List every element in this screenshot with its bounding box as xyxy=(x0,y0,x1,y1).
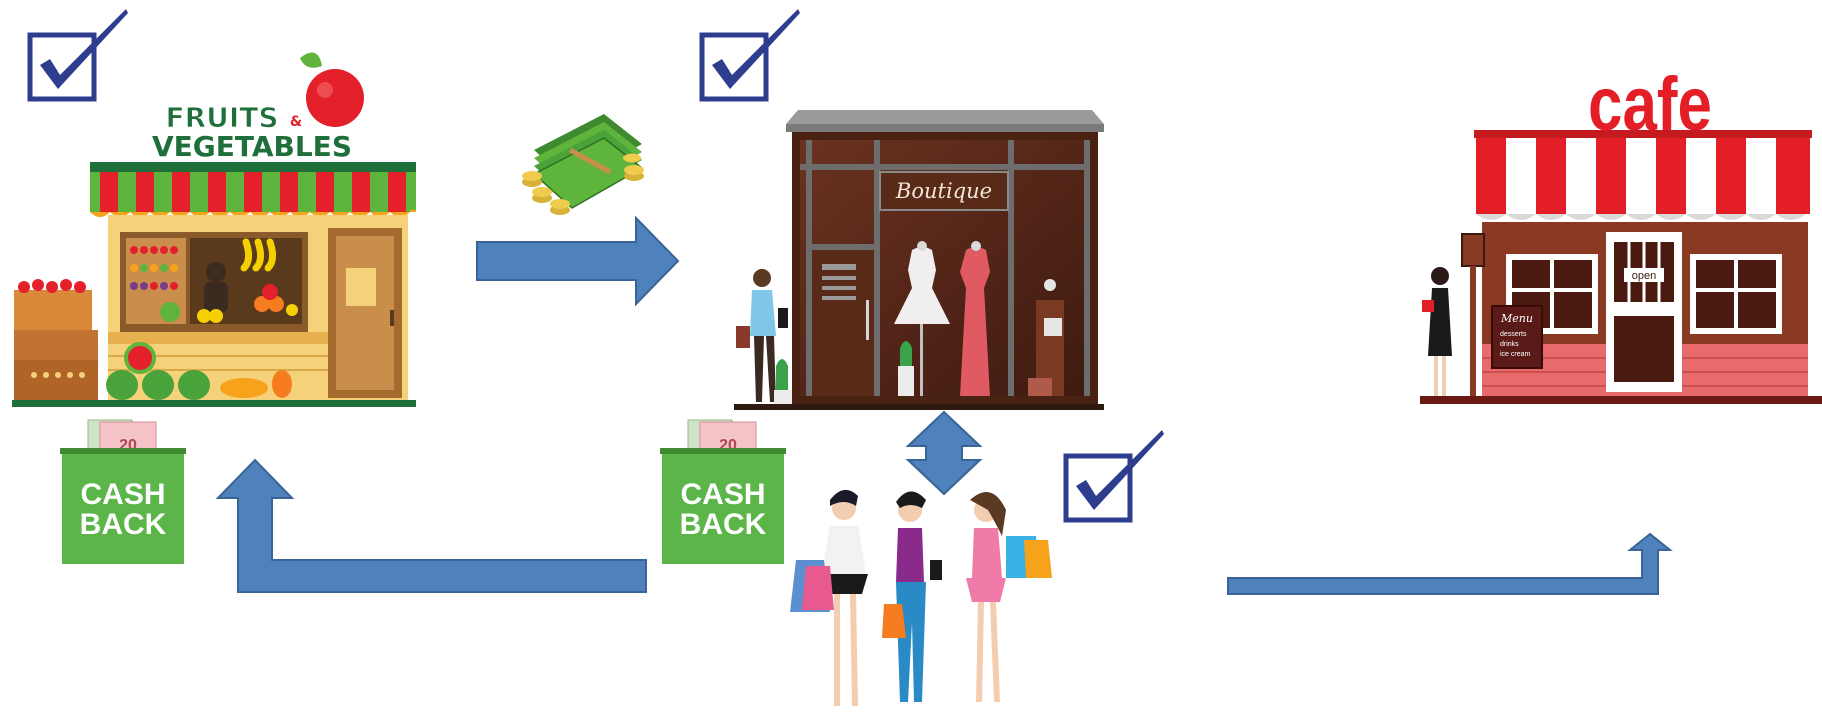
boutique-store: Boutique xyxy=(734,110,1104,410)
money-stack-icon xyxy=(522,114,644,215)
fruits-vegetables-stall: FRUITS & VEGETABLES xyxy=(12,52,416,407)
fruits-title-amp: & xyxy=(290,114,302,130)
mannequin-red-dress xyxy=(960,241,990,396)
waitress-figure xyxy=(1422,267,1452,396)
cashback-line1: CASH xyxy=(680,478,765,511)
cafe-open-sign: open xyxy=(1632,270,1656,282)
checkbox-checked-icon xyxy=(27,9,128,102)
fruits-title-line1: FRUITS xyxy=(165,101,278,134)
woman-with-handbag xyxy=(736,269,792,404)
checkbox-checked-icon xyxy=(1063,430,1164,523)
cafe-menu-item: desserts xyxy=(1500,331,1527,338)
cashback-badge: 20 CASH BACK xyxy=(60,419,186,564)
cafe-menu-item: ice cream xyxy=(1500,351,1531,358)
shopping-girls-illustration xyxy=(790,489,1052,706)
cafe-awning xyxy=(1476,138,1810,220)
cashback-line2: BACK xyxy=(80,508,167,541)
arrow-to-cafe xyxy=(1227,532,1673,595)
apple-icon xyxy=(300,52,364,127)
arrow-right xyxy=(476,215,680,307)
cafe-menu-item: drinks xyxy=(1500,341,1519,348)
fruit-shelf xyxy=(130,238,298,323)
fruits-title-line2: VEGETABLES xyxy=(152,130,352,163)
cafe-building: cafe open Menu desserts drinks ice cream xyxy=(1420,62,1822,404)
checkbox-checked-icon xyxy=(699,9,800,102)
arrow-double-vertical xyxy=(905,410,983,496)
cashback-line1: CASH xyxy=(80,478,165,511)
arrow-return-to-fruits xyxy=(215,458,647,593)
cafe-menu-title: Menu xyxy=(1500,312,1533,325)
cashback-line2: BACK xyxy=(680,508,767,541)
boutique-sign: Boutique xyxy=(895,179,992,203)
cashback-badge: 20 CASH BACK xyxy=(660,419,786,564)
fruits-awning xyxy=(90,172,416,217)
mannequin-white-dress xyxy=(894,241,950,396)
